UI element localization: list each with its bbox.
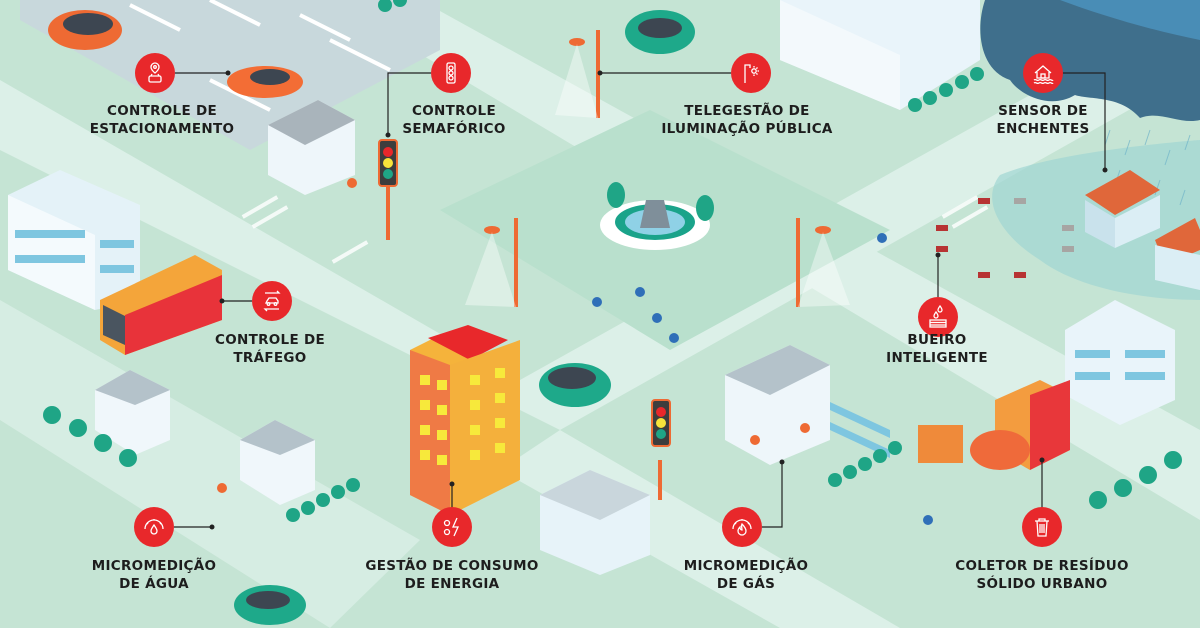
label-line-1: GESTÃO DE CONSUMO — [365, 558, 539, 574]
label-line-2: ILUMINAÇÃO PÚBLICA — [661, 121, 833, 137]
label-flood-sensor: SENSOR DE ENCHENTES — [996, 102, 1089, 138]
label-line-1: CONTROLE DE — [214, 332, 326, 348]
label-line-2: ENCHENTES — [996, 121, 1090, 137]
label-water-metering: MICROMEDIÇÃO DE ÁGUA — [92, 557, 217, 593]
label-street-lighting: TELEGESTÃO DE ILUMINAÇÃO PÚBLICA — [661, 102, 832, 138]
label-line-2: DE GÁS — [716, 576, 776, 592]
label-line-1: COLETOR DE RESÍDUO — [955, 558, 1129, 574]
traffic-light-icon — [431, 53, 471, 93]
label-line-2: SEMAFÓRICO — [402, 121, 506, 137]
label-line-1: BUEIRO — [907, 332, 967, 348]
label-line-1: MICROMEDIÇÃO — [91, 558, 217, 574]
label-gas-metering: MICROMEDIÇÃO DE GÁS — [684, 557, 809, 593]
label-line-2: TRÁFEGO — [233, 350, 307, 366]
label-line-1: MICROMEDIÇÃO — [683, 558, 809, 574]
label-energy-management: GESTÃO DE CONSUMO DE ENERGIA — [365, 557, 538, 593]
label-line-1: CONTROLE — [411, 103, 496, 119]
car-arrows-icon — [252, 281, 292, 321]
label-parking-control: CONTROLE DE ESTACIONAMENTO — [90, 102, 235, 138]
label-smart-drain: BUEIRO INTELIGENTE — [886, 331, 988, 367]
water-gauge-icon — [134, 507, 174, 547]
parking-pin-car-icon — [135, 53, 175, 93]
label-waste-collector: COLETOR DE RESÍDUO SÓLIDO URBANO — [955, 557, 1129, 593]
flooded-house-icon — [1023, 53, 1063, 93]
label-line-1: SENSOR DE — [998, 103, 1088, 119]
connector-lines — [174, 72, 1106, 528]
label-line-2: INTELIGENTE — [886, 350, 988, 366]
label-line-2: DE ÁGUA — [119, 576, 189, 592]
label-traffic-control: CONTROLE DE TRÁFEGO — [215, 331, 325, 367]
label-line-2: SÓLIDO URBANO — [976, 576, 1108, 592]
label-traffic-light-control: CONTROLE SEMAFÓRICO — [402, 102, 505, 138]
label-line-2: ESTACIONAMENTO — [89, 121, 235, 137]
trash-bin-icon — [1022, 507, 1062, 547]
gas-gauge-icon — [722, 507, 762, 547]
street-lamp-icon — [731, 53, 771, 93]
energy-gauge-icon — [432, 507, 472, 547]
drain-drops-icon — [918, 297, 958, 337]
label-line-2: DE ENERGIA — [404, 576, 500, 592]
label-line-1: CONTROLE DE — [106, 103, 218, 119]
label-line-1: TELEGESTÃO DE — [684, 103, 810, 119]
